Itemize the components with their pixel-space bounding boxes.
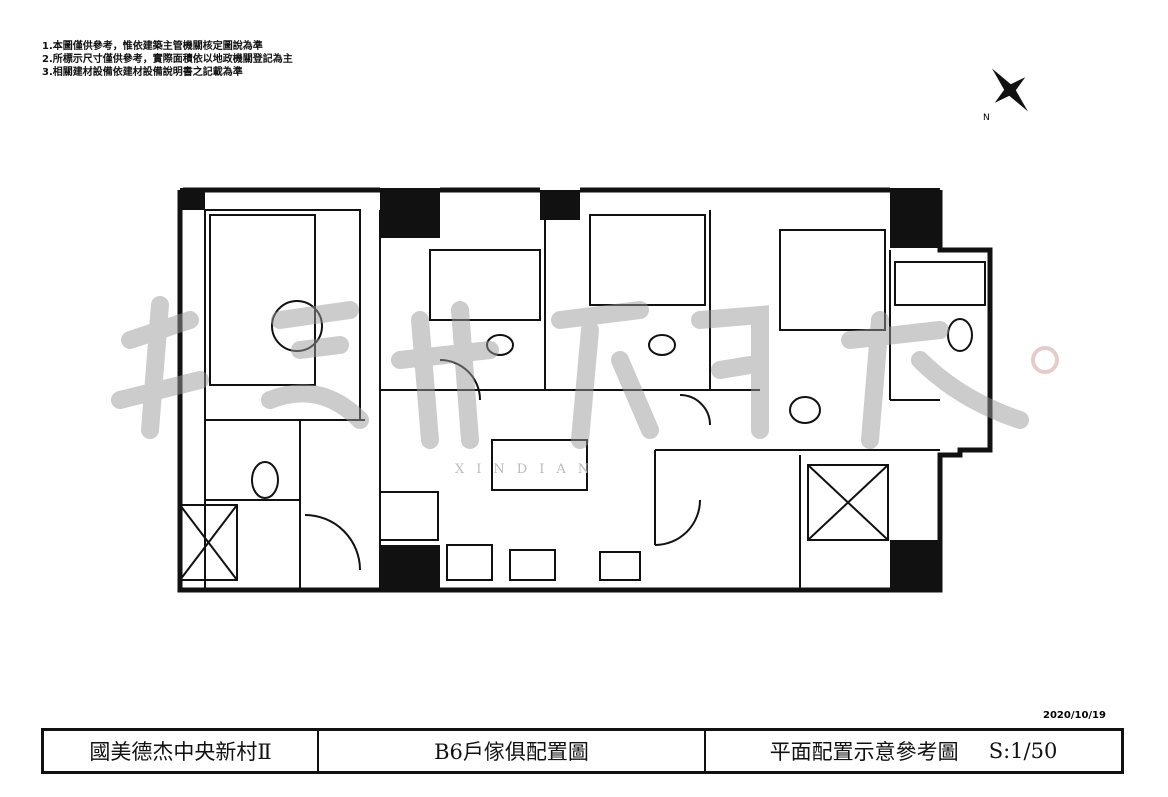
- note-3: 3.相關建材設備依建材設備說明書之記載為準: [42, 67, 243, 78]
- notes: 1.本圖僅供參考，惟依建築主管機關核定圖說為準 2.所標示尺寸僅供參考，實際面積…: [42, 40, 293, 79]
- drawing-type: 平面配置示意參考圖: [769, 740, 959, 764]
- watermark-text: XINDIAN: [455, 462, 602, 477]
- project-name: 國美德杰中央新村Ⅱ: [44, 731, 319, 771]
- drawing-name: B6戶傢俱配置圖: [319, 731, 706, 771]
- floor-plan: [111, 187, 1059, 593]
- compass-icon: N: [983, 68, 1028, 123]
- drawing-type-cell: 平面配置示意參考圖 S:1/50: [706, 731, 1121, 771]
- note-2: 2.所標示尺寸僅供參考，實際面積依以地政機關登記為主: [42, 54, 293, 65]
- date: 2020/10/19: [1043, 710, 1106, 721]
- scale: S:1/50: [988, 739, 1058, 763]
- note-1: 1.本圖僅供參考，惟依建築主管機關核定圖說為準: [42, 41, 263, 52]
- north-label: N: [983, 113, 990, 123]
- watermark-logo: [111, 296, 1059, 449]
- title-block: 國美德杰中央新村Ⅱ B6戶傢俱配置圖 平面配置示意參考圖 S:1/50: [41, 728, 1124, 774]
